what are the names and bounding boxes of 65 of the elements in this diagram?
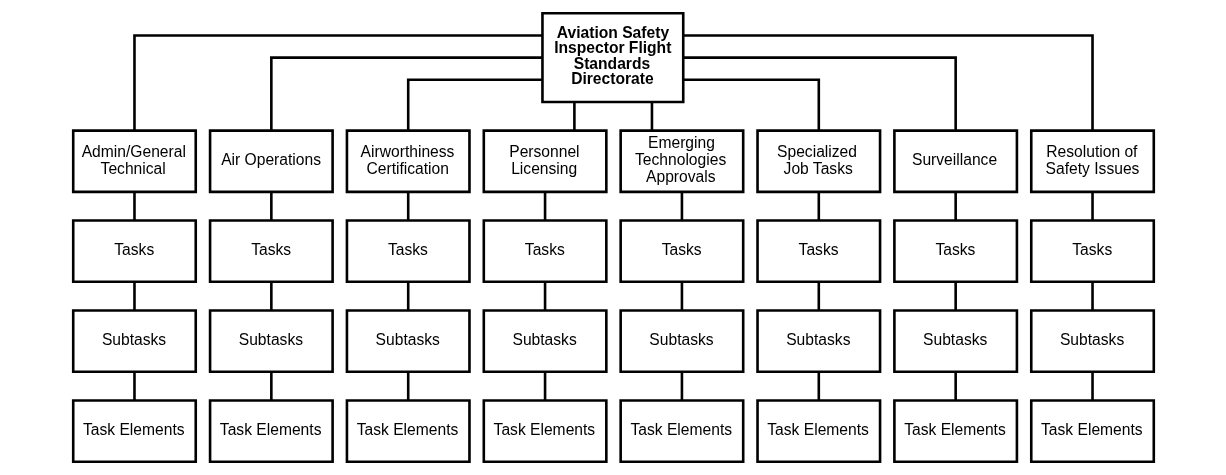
connector (406, 372, 409, 401)
connector (817, 192, 820, 221)
connector (683, 78, 820, 131)
node-box: Subtasks (482, 309, 608, 374)
connector (680, 192, 683, 221)
node-box: Specialized Job Tasks (755, 129, 881, 194)
node-box: Task Elements (1029, 399, 1155, 463)
node-box: Tasks (208, 219, 334, 284)
node-box: Resolution of Safety Issues (1029, 129, 1155, 194)
node-box: Subtasks (208, 309, 334, 374)
connector (543, 372, 546, 401)
node-box: Surveillance (892, 129, 1018, 194)
connector (132, 282, 136, 311)
connector (132, 192, 136, 221)
connector (817, 282, 820, 311)
connector (543, 192, 546, 221)
connector (1090, 192, 1094, 221)
node-box: Subtasks (71, 309, 197, 374)
connector (953, 372, 957, 401)
node-box: Subtasks (1029, 309, 1155, 374)
node-box: Tasks (618, 219, 744, 284)
node-box: Emerging Technologies Approvals (618, 129, 744, 194)
connector (269, 192, 273, 221)
connector (1090, 282, 1094, 311)
connector (269, 372, 273, 401)
connector (406, 192, 409, 221)
node-box: Tasks (892, 219, 1018, 284)
node-box: Task Elements (208, 399, 334, 463)
connector (406, 282, 409, 311)
connector (683, 34, 1094, 131)
node-box: Subtasks (755, 309, 881, 374)
node-box: Aviation Safety Inspector Flight Standards Directorate (540, 12, 685, 104)
connector (682, 56, 957, 131)
node-box: Subtasks (618, 309, 744, 374)
connector (680, 372, 683, 401)
connector (269, 282, 273, 311)
node-box: Tasks (755, 219, 881, 284)
node-box: Airworthiness Certification (345, 129, 471, 194)
node-box: Task Elements (71, 399, 197, 463)
node-box: Task Elements (345, 399, 471, 463)
connector (953, 282, 957, 311)
node-box: Subtasks (892, 309, 1018, 374)
connector (680, 282, 683, 311)
node-box: Tasks (1029, 219, 1155, 284)
connector (817, 372, 820, 401)
connector (572, 102, 576, 131)
connector (406, 78, 542, 131)
connector (650, 102, 653, 131)
node-box: Task Elements (892, 399, 1018, 463)
node-box: Tasks (345, 219, 471, 284)
node-box: Admin/General Technical (71, 129, 197, 194)
connector (543, 282, 546, 311)
connector (1090, 372, 1094, 401)
connector (953, 192, 957, 221)
node-box: Task Elements (482, 399, 608, 463)
connector (132, 34, 542, 131)
node-box: Subtasks (345, 309, 471, 374)
node-box: Task Elements (755, 399, 881, 463)
node-box: Task Elements (618, 399, 744, 463)
connector (132, 372, 136, 401)
connector (269, 56, 542, 131)
node-box: Air Operations (208, 129, 334, 194)
node-box: Tasks (482, 219, 608, 284)
node-box: Personnel Licensing (482, 129, 608, 194)
node-box: Tasks (71, 219, 197, 284)
